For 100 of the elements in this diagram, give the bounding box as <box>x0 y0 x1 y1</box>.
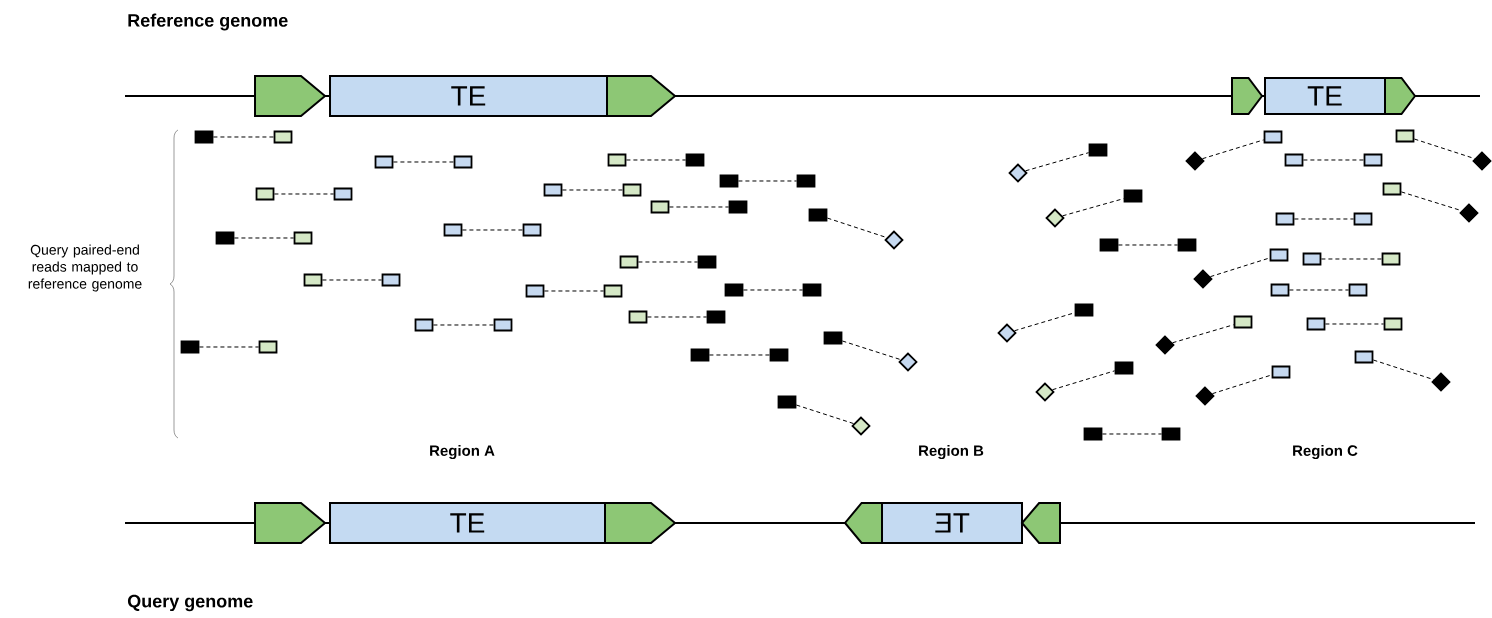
dashed-line <box>198 346 260 348</box>
read-box <box>1306 317 1326 331</box>
dashed-line <box>737 180 798 182</box>
read-box <box>1083 427 1103 441</box>
read-box <box>333 187 353 201</box>
read-box <box>685 153 705 167</box>
read-box <box>1263 130 1283 144</box>
read-box <box>255 187 275 201</box>
read-diamond <box>1472 151 1492 171</box>
read-diamond <box>1193 269 1213 289</box>
read-box <box>1114 361 1134 375</box>
read-diamond <box>851 416 871 436</box>
dashed-line <box>543 290 605 292</box>
dashed-line <box>461 229 524 231</box>
dashed-line <box>392 161 455 163</box>
read-diamond <box>898 352 918 372</box>
dashed-line <box>1372 359 1435 381</box>
read-box <box>650 200 670 214</box>
read-box <box>697 255 717 269</box>
read-box <box>293 231 313 245</box>
read-diamond <box>1195 386 1215 406</box>
dashed-line <box>1413 138 1476 160</box>
dashed-line <box>708 354 771 356</box>
read-box <box>1088 143 1108 157</box>
dashed-line <box>742 289 804 291</box>
read-diamond <box>1008 163 1028 183</box>
read-box <box>690 348 710 362</box>
read-box <box>769 348 789 362</box>
heading: Reference genome <box>128 13 288 31</box>
flank-pentagon <box>1384 77 1417 115</box>
dashed-line <box>1288 289 1350 291</box>
read-box <box>1353 212 1373 226</box>
dashed-line <box>1293 218 1355 220</box>
dashed-line <box>1117 244 1179 246</box>
read-box <box>493 318 513 332</box>
dashed-line <box>212 136 275 138</box>
dashed-line <box>625 159 687 161</box>
dashed-line <box>1400 191 1463 212</box>
read-box <box>777 395 797 409</box>
region-label: Region C <box>1293 444 1358 459</box>
read-box <box>1284 153 1304 167</box>
dashed-line <box>1201 139 1265 160</box>
region-label: Region B <box>919 444 984 459</box>
read-box <box>273 130 293 144</box>
read-box <box>796 174 816 188</box>
read-box <box>603 284 623 298</box>
read-diamond <box>1155 335 1175 355</box>
read-box <box>1348 283 1368 297</box>
dashed-line <box>1324 323 1385 325</box>
read-box <box>802 283 822 297</box>
read-diamond <box>1459 203 1479 223</box>
flank-pentagon <box>254 75 327 117</box>
read-diamond <box>1035 382 1055 402</box>
read-diamond <box>1045 208 1065 228</box>
brace-label: Query paired-end reads mapped to reference genome <box>28 244 142 292</box>
read-box <box>1270 283 1290 297</box>
flank-pentagon <box>1231 77 1264 115</box>
dashed-line <box>321 279 383 281</box>
region-label: Region A <box>430 444 495 459</box>
flank-pentagon <box>1020 502 1061 544</box>
dashed-line <box>1025 152 1090 172</box>
read-box <box>1302 252 1322 266</box>
dashed-line <box>795 404 855 425</box>
read-box <box>628 310 648 324</box>
transposon-box: TE <box>1264 77 1386 115</box>
dashed-line <box>637 261 699 263</box>
read-box <box>522 223 542 237</box>
read-box <box>258 340 278 354</box>
read-box <box>543 183 563 197</box>
read-box <box>1395 129 1415 143</box>
read-box <box>215 231 235 245</box>
read-box <box>719 174 739 188</box>
read-box <box>194 130 214 144</box>
read-box <box>724 283 744 297</box>
read-box <box>728 200 748 214</box>
flank-pentagon <box>254 502 327 544</box>
read-box <box>1275 212 1295 226</box>
read-diamond <box>1431 372 1451 392</box>
read-box <box>1074 303 1094 317</box>
read-box <box>303 273 323 287</box>
read-box <box>453 155 473 169</box>
read-box <box>619 255 639 269</box>
read-diamond <box>884 230 904 250</box>
dashed-line <box>233 237 295 239</box>
read-box <box>1382 182 1402 196</box>
read-box <box>374 155 394 169</box>
read-box <box>414 318 434 332</box>
read-box <box>381 273 401 287</box>
flank-pentagon <box>604 502 677 544</box>
flank-pentagon <box>843 502 883 544</box>
dashed-line <box>841 340 902 361</box>
read-box <box>1354 350 1374 364</box>
read-box <box>443 223 463 237</box>
read-box <box>525 284 545 298</box>
flank-pentagon <box>606 75 677 117</box>
read-box <box>1099 238 1119 252</box>
read-box <box>808 208 828 222</box>
dashed-line <box>1052 370 1116 391</box>
dashed-line <box>432 324 495 326</box>
dashed-line <box>1101 433 1163 435</box>
